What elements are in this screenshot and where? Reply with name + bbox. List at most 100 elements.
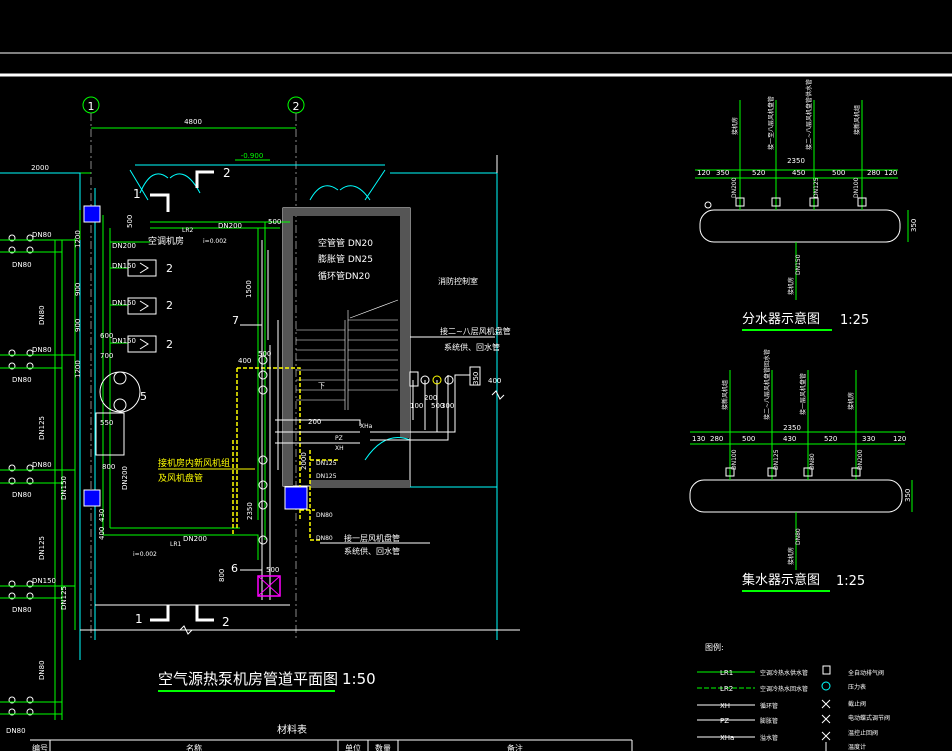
svg-text:700: 700 [100, 352, 113, 360]
pipe-list-2: 膨胀管 DN25 [318, 253, 373, 265]
svg-text:400: 400 [98, 527, 106, 540]
legend-text: 循环管 [760, 702, 778, 710]
wall-left-outer [0, 172, 81, 660]
left-branch-lines [0, 239, 75, 720]
tank-top-circle [113, 371, 127, 385]
stair-core [282, 207, 411, 487]
dn-label: DN200 [218, 222, 242, 230]
coll-pipe-label: DN80 [809, 453, 816, 470]
door-arc-stair [364, 437, 411, 461]
section-num-top: 2 [223, 166, 231, 180]
pipe-list-3: 循环管DN20 [318, 270, 370, 282]
svg-text:800: 800 [102, 463, 115, 471]
svg-text:280: 280 [710, 435, 723, 443]
dn-label: DN80 [32, 346, 52, 354]
dist-label: 接新风机组 [853, 105, 861, 135]
section-mark-top [195, 170, 214, 188]
pipe-list-1: 空管管 DN20 [318, 237, 373, 249]
svg-text:400: 400 [488, 377, 501, 385]
collector-diagram: 2350 130 280 500 430 520 330 120 350 DN1… [689, 349, 913, 592]
svg-text:120: 120 [697, 169, 710, 177]
svg-text:1200: 1200 [74, 230, 82, 248]
dist-bottom-pipe: DN150 [795, 254, 802, 275]
valve-circle [258, 355, 268, 365]
stair-down-text: 下 [318, 382, 325, 390]
svg-text:800: 800 [218, 569, 226, 582]
axis-dim-text: 4800 [184, 118, 202, 126]
legend-sym-text: 温控止回阀 [848, 729, 878, 737]
dist-valves [704, 197, 867, 209]
xh-text-2: XH [335, 445, 344, 452]
svg-text:500: 500 [742, 435, 755, 443]
svg-text:300: 300 [441, 402, 454, 410]
dn-label: DN80 [38, 305, 46, 325]
section-num-bottom-right: 2 [222, 615, 230, 629]
tank-bottom-circle [113, 398, 127, 412]
dn-label: DN80 [32, 231, 52, 239]
legend-sym-text: 压力表 [848, 683, 866, 691]
distributor-body [699, 209, 901, 243]
legend-sym-text: 电动蝶式调节阀 [848, 714, 890, 722]
dn-label: DN80 [6, 727, 26, 735]
coll-pipe-label: DN125 [773, 449, 780, 470]
section-num-bottom-left: 1 [135, 612, 143, 626]
door-frame [129, 169, 386, 201]
dn-label: DN150 [112, 337, 136, 345]
dn-label: DN125 [60, 586, 68, 610]
coll-title: 集水器示意图 [742, 572, 820, 588]
dn-label: DN125 [38, 536, 46, 560]
valve-circle [258, 500, 268, 510]
svg-text:2350: 2350 [246, 502, 254, 520]
left-dim-text: 2000 [31, 164, 49, 172]
note-mid-1: 接机房内新风机组 [158, 457, 230, 469]
svg-text:100: 100 [410, 402, 423, 410]
coll-label: 接机房 [847, 392, 855, 410]
collector-body [689, 479, 903, 513]
svg-text:600: 600 [100, 332, 113, 340]
svg-text:200: 200 [424, 394, 437, 402]
coll-label: 接一层风机盘管 [799, 373, 807, 415]
svg-text:350: 350 [472, 372, 480, 385]
table-header: 数量 [375, 743, 391, 751]
valve-circle [258, 370, 268, 380]
stair-wall-top [283, 208, 410, 216]
break-mark [491, 390, 505, 400]
xh-text: XHa [360, 423, 373, 430]
note-upper-2: 系统供、回水管 [444, 342, 500, 352]
valve-circle [432, 375, 442, 385]
yellow-pipes [232, 367, 340, 541]
callout-2b: 2 [166, 299, 173, 312]
svg-text:900: 900 [74, 283, 82, 296]
table-header: 名称 [186, 743, 202, 751]
svg-text:130: 130 [692, 435, 705, 443]
svg-text:1200: 1200 [74, 360, 82, 378]
fan-coil-unit [127, 297, 157, 315]
equipment-blue [83, 205, 101, 223]
dist-top-dims: 120 350 520 450 500 280 120 [697, 169, 897, 177]
coll-height: 350 [904, 489, 912, 502]
coll-pipe-label: DN100 [731, 449, 738, 470]
dist-label: 接二~八层风机盘管供水管 [805, 79, 813, 150]
coll-label: 接新风机组 [721, 380, 729, 410]
dn-label: DN125 [316, 473, 337, 480]
dn-label: DN80 [12, 491, 32, 499]
stair-wall-left [283, 208, 293, 486]
table-title: 材料表 [277, 723, 307, 736]
svg-text:520: 520 [752, 169, 765, 177]
axis-label-2: 2 [293, 100, 300, 113]
dist-scale: 1:25 [840, 313, 869, 328]
svg-text:520: 520 [824, 435, 837, 443]
legend-text: 膨胀管 [760, 717, 778, 725]
dn-label: DN80 [32, 461, 52, 469]
dn-label: DN200 [112, 242, 136, 250]
coll-bottom-pipe: DN80 [795, 528, 802, 545]
legend-code: XH [720, 702, 730, 710]
legend-code: LR1 [720, 669, 733, 677]
dist-title: 分水器示意图 [742, 311, 820, 327]
door-arc-right [309, 185, 371, 201]
white-pipes [261, 240, 470, 600]
legend-text: 空调冷热水供水管 [760, 669, 808, 677]
dist-bottom-label: 接机房 [787, 277, 795, 295]
svg-text:500: 500 [268, 218, 281, 226]
